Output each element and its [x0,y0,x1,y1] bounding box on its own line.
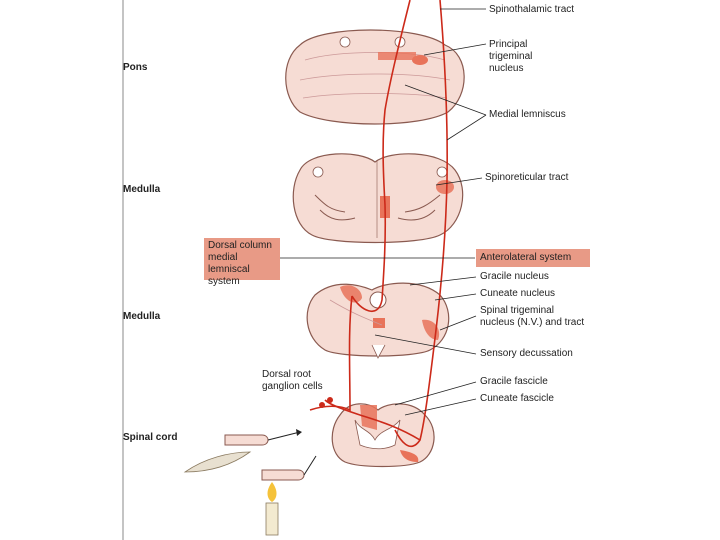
feather-icon [183,451,252,473]
lower-medulla-section [306,282,450,359]
leader-lines [280,8,487,416]
label-spinal-trigeminal-2: nucleus (N.V.) and tract [480,317,585,328]
ganglion-cell [327,397,333,403]
label-sensory-decussation: Sensory decussation [480,348,573,359]
label-dorsal-root-2: ganglion cells [262,381,323,392]
dorsal-column-line-3: system [208,276,240,287]
label-principal-trigeminal-3: nucleus [489,63,524,74]
label-principal-trigeminal-2: trigeminal [489,51,533,62]
dorsal-column-system-box: Dorsal column medial lemniscal system [204,238,280,287]
label-cuneate-fascicle: Cuneate fascicle [480,393,554,404]
label-gracile-fascicle: Gracile fascicle [480,376,548,387]
level-label-pons: Pons [123,62,148,73]
label-spinothalamic-tract: Spinothalamic tract [489,4,575,15]
dorsal-column-pathway [309,0,411,412]
ganglion-cell [319,402,325,408]
dorsal-column-line-2: medial lemniscal [208,252,250,275]
upper-medulla-section [292,153,464,244]
level-label-spinal-cord: Spinal cord [123,432,178,443]
anterolateral-pathway [324,0,448,447]
label-gracile-nucleus: Gracile nucleus [480,271,549,282]
candle-icon [265,502,279,536]
label-cuneate-nucleus: Cuneate nucleus [480,288,556,299]
dorsal-column-line-1: Dorsal column [208,240,272,251]
spinal-cord-section [331,403,435,468]
flame-icon [267,482,277,502]
label-principal-trigeminal-1: Principal [489,39,528,50]
finger-heat-stimulus [261,455,317,536]
finger-touch-stimulus [183,429,302,473]
label-spinoreticular-tract: Spinoreticular tract [485,172,569,183]
anterolateral-system-box: Anterolateral system [476,249,590,267]
label-spinal-trigeminal-1: Spinal trigeminal [480,305,554,316]
level-label-medulla-upper: Medulla [123,184,161,195]
level-label-medulla-lower: Medulla [123,311,161,322]
label-dorsal-root-1: Dorsal root [262,369,311,380]
gracile-nucleus-shape [340,285,362,303]
label-medial-lemniscus: Medial lemniscus [489,109,566,120]
pons-section [285,29,465,125]
